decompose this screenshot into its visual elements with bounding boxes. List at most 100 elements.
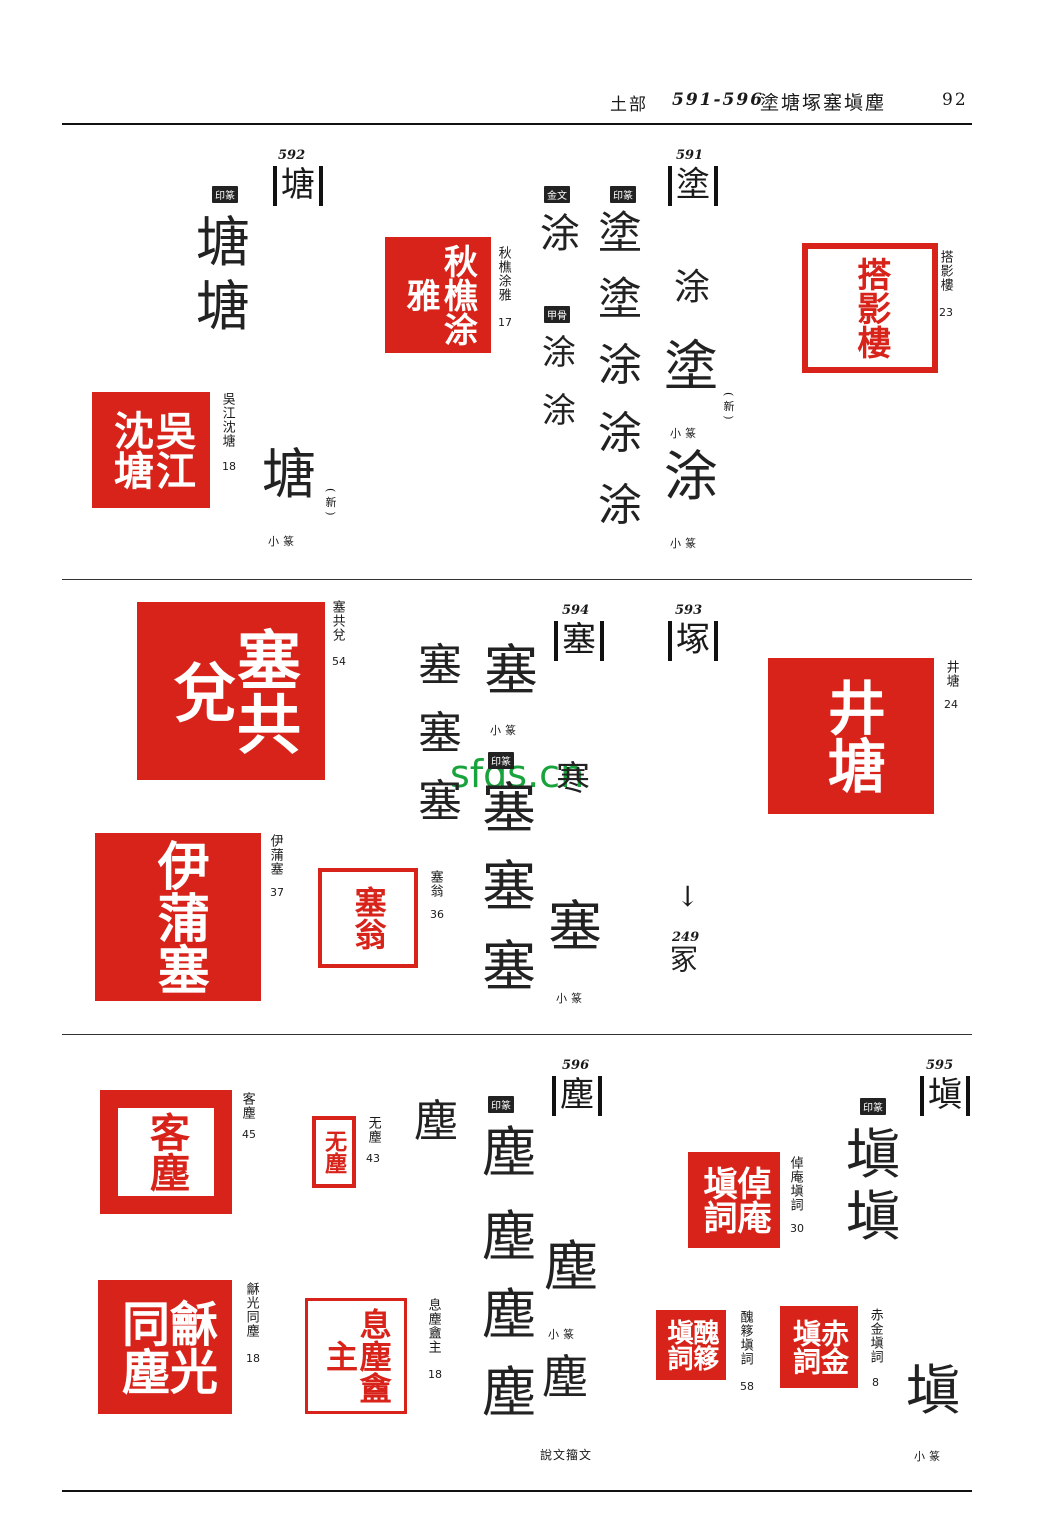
seal-tayinglou-chars: 搭影樓: [850, 257, 891, 359]
entry-head-595: 塡: [920, 1076, 970, 1116]
entry-head-591: 塗: [668, 166, 718, 206]
seal-heguang-num: 18: [246, 1352, 260, 1365]
glyph-596-yinzhuan-3: 塵: [482, 1283, 536, 1346]
seal-wujiang: 吳江沈塘: [92, 392, 210, 508]
glyph-591-yinzhuan-1: 塗: [598, 208, 642, 259]
seal-tayinglou-label: 搭影樓: [937, 250, 953, 292]
glyph-596-zhouwen: 塵: [542, 1350, 588, 1404]
seal-saigong-chars: 塞共兌: [162, 627, 301, 755]
glyph-592-yinzhuan-2: 塘: [196, 275, 250, 338]
seal-xichen-chars: 息塵盦主: [321, 1308, 393, 1404]
glyph-592-yinzhuan-1: 塘: [196, 211, 250, 274]
glyph-595-yinzhuan-1: 塡: [846, 1123, 900, 1186]
glyph-595-yinzhuan-2: 塡: [846, 1185, 900, 1248]
seal-heguang: 龢光同塵: [98, 1280, 232, 1414]
seal-qiuqiao-chars: 秋樵涂雅: [400, 244, 478, 346]
glyph-591-jiagu-1: 涂: [542, 333, 576, 373]
seal-wuchen-label: 无塵: [365, 1116, 381, 1144]
seal-chijin-label: 赤金塡詞: [867, 1308, 883, 1364]
seal-qiuqiao-label: 秋樵涂雅: [495, 246, 511, 302]
seal-chouyi: 醜簃塡詞: [656, 1310, 726, 1380]
tag-592-yinzhuan: 印篆: [212, 186, 238, 203]
tag-591-jiagu: 甲骨: [544, 306, 570, 323]
page-number: 92: [942, 90, 968, 110]
seal-yipu-chars: 伊蒲塞: [148, 839, 210, 995]
glyph-591-jiagu-2: 涂: [542, 391, 576, 431]
glyph-594-yinzhuan-3: 塞: [482, 935, 536, 998]
entry-number-593: 593: [675, 603, 703, 618]
note-595-xiaozhuan: 小篆: [914, 1450, 944, 1463]
tag-591-yinzhuan: 印篆: [610, 186, 636, 203]
glyph-591-xiaozhuan-1: 塗: [664, 335, 718, 398]
seal-wujiang-label: 吳江沈塘: [219, 392, 235, 448]
note-591-xiaozhuan-2: 小篆: [670, 537, 700, 550]
seal-xichen-label: 息塵盦主: [425, 1298, 441, 1354]
section-divider-2: [62, 1034, 972, 1035]
seal-kechen-num: 45: [242, 1128, 256, 1141]
seal-chouyi-label: 醜簃塡詞: [737, 1310, 753, 1366]
header-section: 土部: [610, 95, 648, 115]
seal-xichen: 息塵盦主: [305, 1298, 407, 1414]
seal-chijin-chars: 赤金塡詞: [789, 1319, 850, 1375]
header-range: 591-596: [672, 90, 765, 110]
entry-head-592: 塘: [273, 166, 323, 206]
glyph-595-xiaozhuan: 塡: [906, 1359, 960, 1422]
glyph-591-jinwen: 涂: [540, 211, 580, 257]
glyph-594-yinzhuan-6: 塞: [418, 776, 462, 827]
entry-number-596: 596: [562, 1058, 590, 1073]
glyph-591-yinzhuan-2: 塗: [598, 274, 642, 325]
seal-qiuqiao: 秋樵涂雅: [385, 237, 491, 353]
header-chars: 塗塘塚塞塡塵: [760, 92, 887, 114]
glyph-591-yinzhuan-4: 涂: [598, 408, 642, 459]
seal-zhuoan-label: 倬庵塡詞: [787, 1156, 803, 1212]
seal-saiweng-label: 塞翁: [427, 870, 443, 898]
note-596-xiaozhuan: 小篆: [548, 1328, 578, 1341]
seal-yipu-label: 伊蒲塞: [267, 834, 283, 876]
seal-saiweng-chars: 塞翁: [349, 886, 388, 950]
glyph-596-top: 塵: [414, 1096, 458, 1147]
entry-head-594: 塞: [554, 621, 604, 661]
glyph-596-yinzhuan-2: 塵: [482, 1205, 536, 1268]
glyph-591-yinzhuan-5: 涂: [598, 480, 642, 531]
seal-zhuoan-num: 30: [790, 1222, 804, 1235]
ref-arrow-593: ↓: [676, 880, 700, 913]
glyph-594-yinzhuan-1: 塞: [482, 777, 536, 840]
seal-zhuoan-chars: 倬庵塡詞: [697, 1166, 771, 1234]
seal-kechen-inner: 客塵: [118, 1108, 214, 1196]
entry-number-595: 595: [926, 1058, 954, 1073]
seal-xichen-num: 18: [428, 1368, 442, 1381]
seal-kechen: 客塵: [100, 1090, 232, 1214]
glyph-594-yinzhuan-5: 塞: [418, 708, 462, 759]
header-rule: [62, 123, 972, 125]
seal-chouyi-chars: 醜簃塡詞: [663, 1319, 719, 1371]
seal-wuchen-num: 43: [366, 1152, 380, 1165]
glyph-596-yinzhuan-1: 塵: [482, 1121, 536, 1184]
seal-qiuqiao-num: 17: [498, 316, 512, 329]
watermark: sfds.cn: [450, 752, 585, 796]
seal-jingtang: 井塘: [768, 658, 934, 814]
seal-tayinglou: 搭影樓: [802, 243, 938, 373]
seal-heguang-label: 龢光同塵: [243, 1282, 259, 1338]
note-594-xiaozhuan-1: 小篆: [490, 724, 520, 737]
note-591-xin: (新): [722, 392, 735, 424]
seal-saiweng: 塞翁: [318, 868, 418, 968]
glyph-592-xiaozhuan: 塘: [262, 443, 316, 506]
ref-char-593: 冢: [670, 943, 699, 976]
glyph-596-xiaozhuan: 塵: [544, 1235, 598, 1298]
seal-saigong-num: 54: [332, 655, 346, 668]
seal-zhuoan: 倬庵塡詞: [688, 1152, 780, 1248]
seal-jingtang-label: 井塘: [943, 660, 959, 688]
seal-chijin-num: 8: [872, 1376, 879, 1389]
seal-saigong-label: 塞共兌: [329, 600, 345, 642]
section-divider-1: [62, 579, 972, 580]
entry-variant-591: 涂: [674, 267, 711, 308]
entry-number-592: 592: [278, 148, 306, 163]
glyph-594-yinzhuan-4: 塞: [418, 640, 462, 691]
entry-head-593: 塚: [668, 621, 718, 661]
glyph-591-yinzhuan-3: 涂: [598, 340, 642, 391]
glyph-594-mid: 寒: [556, 759, 590, 799]
glyph-596-yinzhuan-4: 塵: [482, 1361, 536, 1424]
seal-wuchen: 无塵: [312, 1116, 356, 1188]
glyph-594-xiaozhuan-2: 塞: [548, 895, 602, 958]
tag-591-jinwen: 金文: [544, 186, 570, 203]
